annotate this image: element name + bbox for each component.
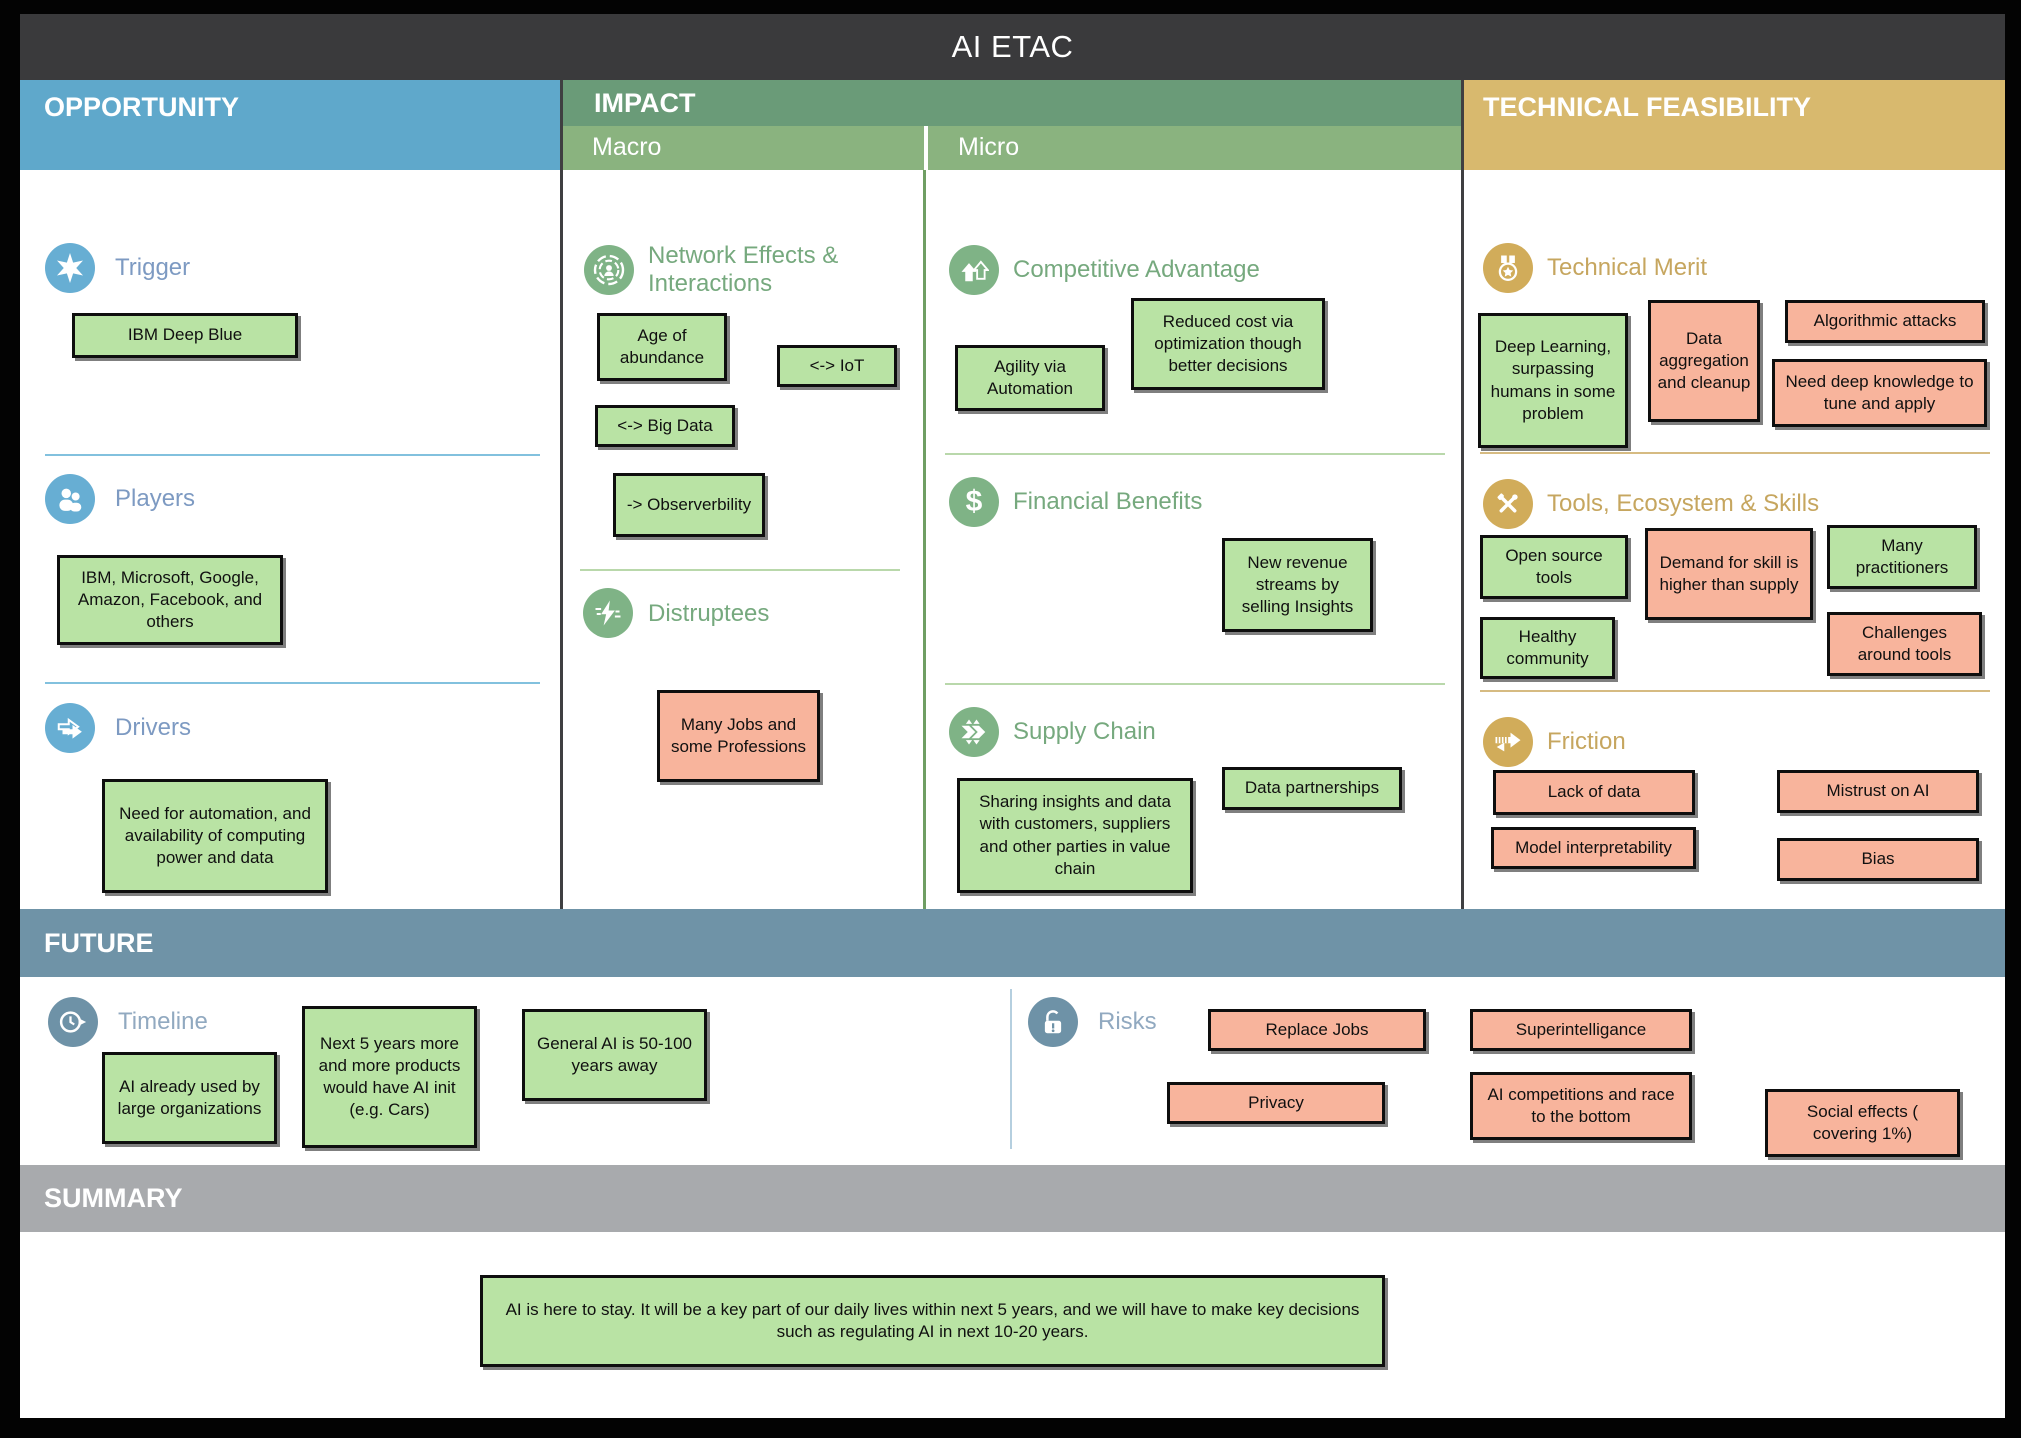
- sticky-note[interactable]: Need for automation, and availability of…: [102, 779, 328, 893]
- sticky-note[interactable]: Model interpretability: [1491, 827, 1696, 869]
- sticky-note[interactable]: Many Jobs and some Professions: [657, 690, 820, 782]
- sticky-note[interactable]: Age of abundance: [597, 313, 727, 381]
- divider: [580, 569, 900, 571]
- sticky-note[interactable]: Lack of data: [1493, 770, 1695, 815]
- sticky-note[interactable]: Agility via Automation: [955, 345, 1105, 411]
- micro-label: Micro: [958, 133, 1020, 161]
- divider: [1461, 80, 1464, 909]
- section-label-network-effects: Network Effects & Interactions: [648, 242, 839, 297]
- sticky-note[interactable]: Superintelligance: [1470, 1009, 1692, 1051]
- sticky-note[interactable]: IBM Deep Blue: [72, 313, 298, 358]
- people-icon: [45, 474, 95, 524]
- section-label-risks: Risks: [1098, 1008, 1157, 1035]
- sticky-note[interactable]: General AI is 50-100 years away: [522, 1009, 707, 1101]
- divider: [1010, 989, 1012, 1149]
- sticky-note[interactable]: Deep Learning, surpassing humans in some…: [1478, 313, 1628, 448]
- section-label-tools-ecosystem: Tools, Ecosystem & Skills: [1547, 490, 1820, 517]
- sticky-note[interactable]: Data aggregation and cleanup: [1648, 300, 1760, 422]
- sticky-note[interactable]: Algorithmic attacks: [1785, 300, 1985, 343]
- section-label-financial-benefits: Financial Benefits: [1013, 488, 1203, 515]
- section-label-players: Players: [115, 485, 196, 512]
- divider: [45, 682, 540, 684]
- section-label-competitive-advantage: Competitive Advantage: [1013, 256, 1260, 283]
- unlocked-padlock-icon: [1028, 997, 1078, 1047]
- sticky-note[interactable]: New revenue streams by selling Insights: [1222, 538, 1373, 632]
- whiteboard-canvas: AI ETAC OPPORTUNITY IMPACT Macro Micro T…: [20, 14, 2005, 1418]
- sticky-note[interactable]: AI competitions and race to the bottom: [1470, 1072, 1692, 1140]
- opportunity-header: OPPORTUNITY: [20, 80, 562, 170]
- page-title: AI ETAC: [951, 29, 1074, 64]
- clock-icon: [48, 997, 98, 1047]
- future-header-label: FUTURE: [44, 927, 154, 958]
- sticky-note[interactable]: -> Observerbility: [613, 473, 765, 537]
- sticky-note[interactable]: Need deep knowledge to tune and apply: [1772, 359, 1987, 427]
- chevron-flow-icon: [949, 707, 999, 757]
- hatched-arrow-icon: [1483, 717, 1533, 767]
- up-arrows-icon: [949, 245, 999, 295]
- divider: [945, 453, 1445, 455]
- forward-arrows-icon: [45, 703, 95, 753]
- section-label-technical-merit: Technical Merit: [1547, 254, 1708, 281]
- dollar-icon: $: [949, 477, 999, 527]
- micro-subheader: Micro: [928, 126, 1463, 170]
- network-rings-icon: [584, 245, 634, 295]
- lightning-icon: [583, 588, 633, 638]
- sticky-note[interactable]: <-> Big Data: [595, 405, 735, 447]
- impact-header-label: IMPACT: [594, 88, 696, 118]
- crossed-tools-icon: [1483, 479, 1533, 529]
- divider: [945, 683, 1445, 685]
- sticky-note[interactable]: <-> IoT: [777, 345, 897, 387]
- section-label-timeline: Timeline: [118, 1008, 208, 1035]
- medal-icon: [1483, 243, 1533, 293]
- summary-note[interactable]: AI is here to stay. It will be a key par…: [480, 1275, 1385, 1367]
- impact-header: IMPACT: [562, 80, 1463, 126]
- burst-icon: [45, 243, 95, 293]
- sticky-note[interactable]: Healthy community: [1480, 617, 1615, 679]
- sticky-note[interactable]: Next 5 years more and more products woul…: [302, 1006, 477, 1148]
- divider: [923, 170, 926, 909]
- macro-subheader: Macro: [562, 126, 924, 170]
- sticky-note[interactable]: AI already used by large organizations: [102, 1052, 277, 1144]
- sticky-note[interactable]: Replace Jobs: [1208, 1009, 1426, 1051]
- section-label-drivers: Drivers: [115, 714, 191, 741]
- technical-header-label: TECHNICAL FEASIBILITY: [1483, 92, 1812, 122]
- sticky-note[interactable]: Privacy: [1167, 1082, 1385, 1124]
- sticky-note[interactable]: Bias: [1777, 838, 1979, 881]
- divider: [1480, 690, 1990, 692]
- sticky-note[interactable]: Challenges around tools: [1827, 612, 1982, 676]
- sticky-note[interactable]: Reduced cost via optimization though bet…: [1131, 298, 1325, 390]
- sticky-note[interactable]: Many practitioners: [1827, 525, 1977, 589]
- sticky-note[interactable]: Demand for skill is higher than supply: [1645, 528, 1813, 620]
- sticky-note[interactable]: IBM, Microsoft, Google, Amazon, Facebook…: [57, 555, 283, 645]
- sticky-note[interactable]: Social effects ( covering 1%): [1765, 1089, 1960, 1157]
- section-label-trigger: Trigger: [115, 254, 191, 281]
- divider: [560, 80, 563, 909]
- sticky-note[interactable]: Sharing insights and data with customers…: [957, 778, 1193, 893]
- divider: [45, 454, 540, 456]
- title-bar: AI ETAC: [20, 14, 2005, 80]
- technical-header: TECHNICAL FEASIBILITY: [1463, 80, 2005, 170]
- summary-header-label: SUMMARY: [44, 1183, 183, 1213]
- sticky-note[interactable]: Data partnerships: [1222, 767, 1402, 810]
- sticky-note[interactable]: Mistrust on AI: [1777, 770, 1979, 813]
- macro-label: Macro: [592, 133, 662, 161]
- sticky-note[interactable]: Open source tools: [1480, 535, 1628, 599]
- divider: [1480, 452, 1990, 454]
- section-label-disruptees: Distruptees: [648, 600, 770, 627]
- summary-header: SUMMARY: [20, 1165, 2005, 1232]
- opportunity-header-label: OPPORTUNITY: [44, 92, 240, 122]
- section-label-supply-chain: Supply Chain: [1013, 718, 1156, 745]
- future-header: FUTURE: [20, 909, 2005, 977]
- section-label-friction: Friction: [1547, 728, 1626, 755]
